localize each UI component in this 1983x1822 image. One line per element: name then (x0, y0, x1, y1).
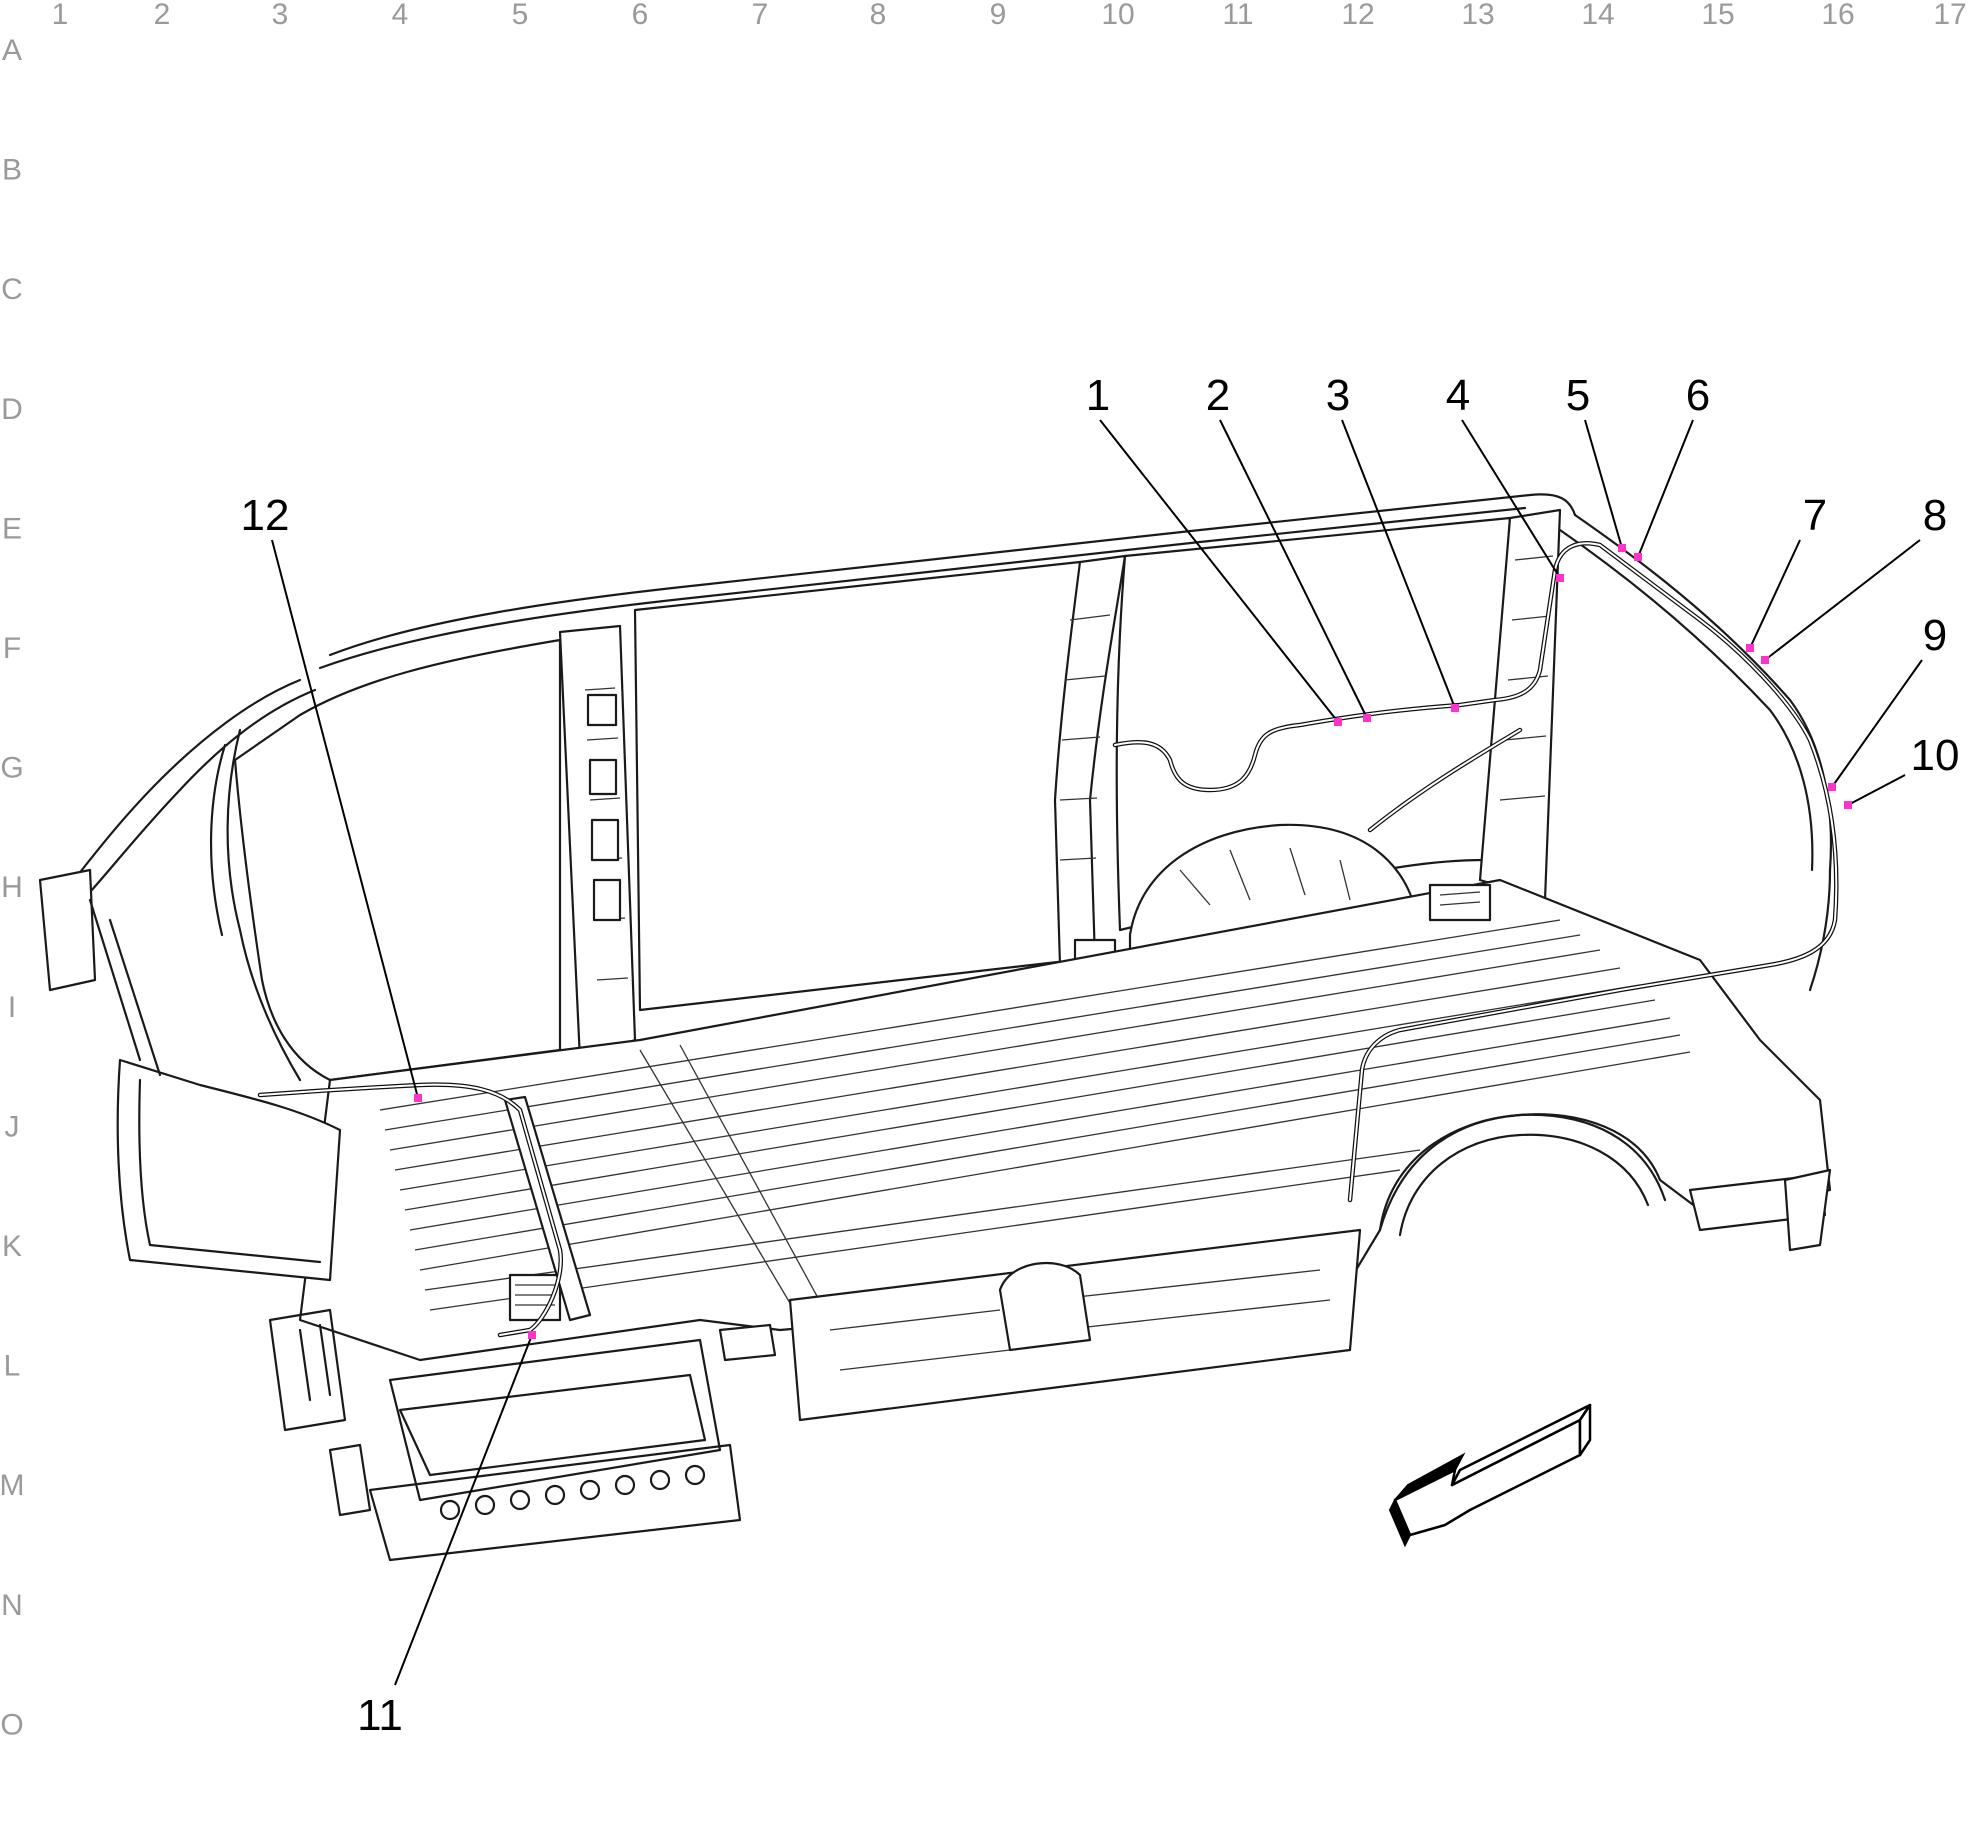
connector-marker (1761, 656, 1769, 664)
connector-marker (414, 1094, 422, 1102)
grid-row-labels: ABCDEFGHIJKLMNOP (0, 34, 25, 1741)
grid-row-label: H (1, 871, 23, 904)
callout-leader-line (1099, 419, 1339, 723)
callout-3: 3 (1326, 371, 1459, 712)
callout-number: 3 (1326, 371, 1350, 420)
front-direction-arrow-icon (1388, 1403, 1592, 1548)
callout-number: 6 (1686, 371, 1710, 420)
callout-leader-line (1461, 419, 1561, 579)
grid-column-label: 5 (512, 0, 529, 31)
connector-marker (1363, 714, 1371, 722)
vehicle-body-outline (38, 493, 1833, 1562)
grid-column-label: 2 (154, 0, 171, 31)
connector-marker (1828, 783, 1836, 791)
grid-row-label: J (5, 1110, 20, 1143)
callout-number: 9 (1923, 611, 1947, 660)
callout-leader-line (1749, 539, 1801, 649)
grid-row-label: K (2, 1230, 22, 1263)
grid-row-label: G (0, 752, 23, 785)
callout-leader-line (394, 1334, 533, 1686)
grid-column-label: 14 (1581, 0, 1614, 31)
callout-leader-line (271, 539, 419, 1099)
connector-marker (1746, 644, 1754, 652)
callout-number: 8 (1923, 491, 1947, 540)
grid-row-label: M (0, 1469, 25, 1502)
connector-marker (1844, 801, 1852, 809)
grid-column-label: 3 (272, 0, 289, 31)
grid-row-label: E (2, 512, 22, 545)
grid-row-label: D (1, 393, 23, 426)
callout-12: 12 (241, 491, 422, 1102)
grid-column-label: 1 (52, 0, 69, 31)
grid-column-label: 16 (1821, 0, 1854, 31)
grid-row-label: A (2, 34, 22, 67)
callout-10: 10 (1844, 731, 1959, 809)
connector-marker (1618, 544, 1626, 552)
connector-marker (1634, 553, 1642, 561)
grid-column-label: 12 (1341, 0, 1374, 31)
callout-leader-line (1341, 419, 1456, 709)
callout-1: 1 (1086, 371, 1342, 726)
grid-column-label: 8 (870, 0, 887, 31)
callout-number: 12 (241, 491, 290, 540)
callout-leader-line (1584, 419, 1623, 549)
callout-leader-line (1847, 774, 1906, 806)
callout-9: 9 (1828, 611, 1947, 791)
callout-8: 8 (1761, 491, 1947, 664)
callout-number: 10 (1911, 731, 1960, 780)
callout-7: 7 (1746, 491, 1827, 652)
grid-column-label: 10 (1101, 0, 1134, 31)
callout-leader-line (1219, 419, 1368, 719)
callout-number: 7 (1803, 491, 1827, 540)
callout-2: 2 (1206, 371, 1371, 722)
floor-ribs (379, 919, 1691, 1321)
callout-5: 5 (1566, 371, 1626, 552)
callout-leader-line (1637, 419, 1694, 558)
grid-column-label: 15 (1701, 0, 1734, 31)
callout-number: 2 (1206, 371, 1230, 420)
connector-marker (528, 1331, 536, 1339)
callout-11: 11 (357, 1331, 536, 1740)
connector-marker (1451, 704, 1459, 712)
grid-row-label: N (1, 1589, 23, 1622)
callout-6: 6 (1634, 371, 1710, 561)
grid-row-label: F (3, 632, 21, 665)
grid-row-label: C (1, 273, 23, 306)
grid-column-label: 4 (392, 0, 409, 31)
callout-number: 5 (1566, 371, 1590, 420)
connector-marker (1334, 718, 1342, 726)
grid-column-label: 7 (752, 0, 769, 31)
floor-holes (439, 1464, 706, 1521)
callout-number: 1 (1086, 371, 1110, 420)
grid-column-label: 13 (1461, 0, 1494, 31)
grid-row-label: L (4, 1350, 21, 1383)
callout-4: 4 (1446, 371, 1564, 582)
wiring-harness-route (257, 541, 1839, 1338)
grid-row-label: B (2, 154, 22, 187)
callout-leader-line (1764, 539, 1921, 661)
callout-number: 4 (1446, 371, 1470, 420)
callout-number: 11 (357, 1691, 403, 1740)
grid-row-label: O (0, 1708, 23, 1741)
connector-marker (1556, 574, 1564, 582)
callout-leader-line (1831, 659, 1923, 788)
grid-row-label: I (8, 991, 16, 1024)
grid-column-label: 9 (990, 0, 1007, 31)
grid-column-label: 17 (1933, 0, 1966, 31)
grid-column-label: 11 (1222, 0, 1253, 31)
grid-column-label: 6 (632, 0, 649, 31)
